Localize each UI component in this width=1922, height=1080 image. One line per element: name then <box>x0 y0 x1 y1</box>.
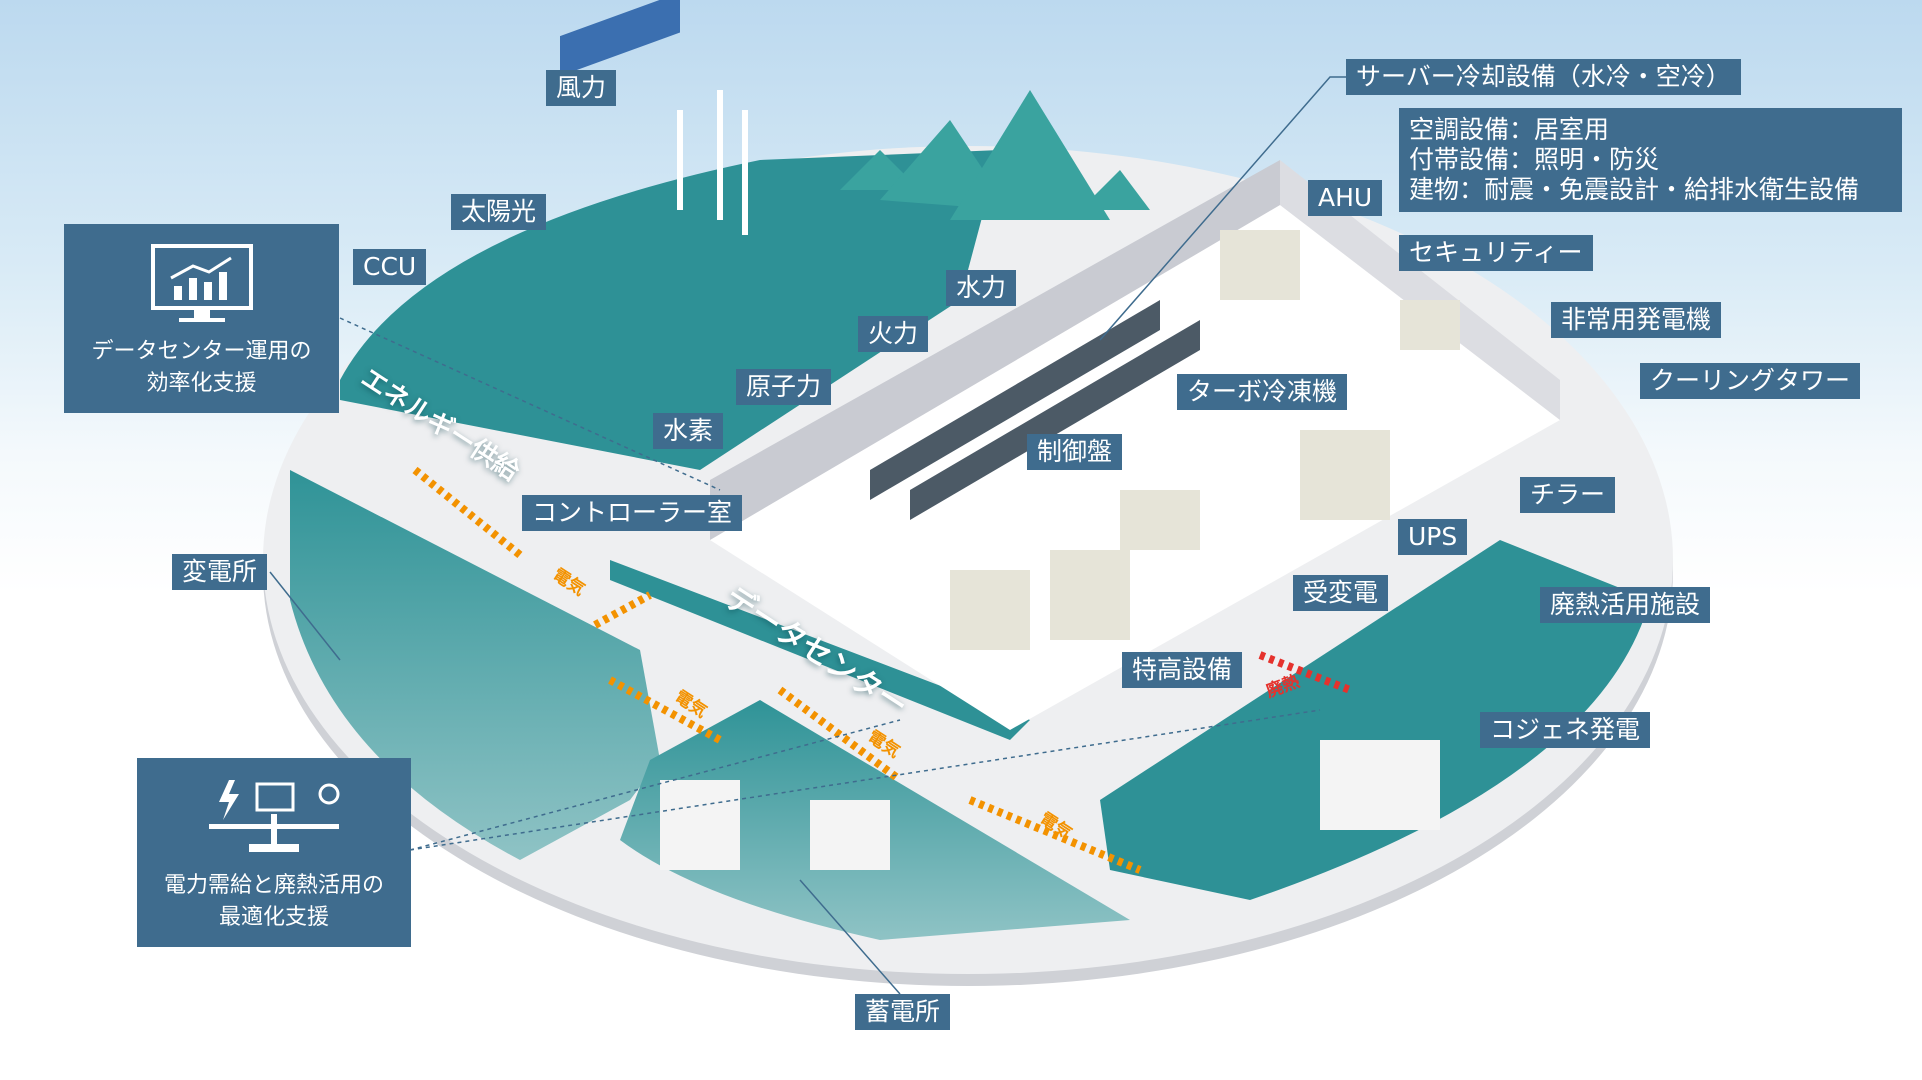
label-controller-room: コントローラー室 <box>522 495 743 531</box>
label-ccu: CCU <box>353 249 427 285</box>
label-wind: 風力 <box>546 70 617 106</box>
support-text: 効率化支援 <box>146 371 257 396</box>
label-hydrogen: 水素 <box>653 413 724 449</box>
data-center-floor <box>710 205 1560 730</box>
label-hydro: 水力 <box>946 270 1017 306</box>
cogen-area <box>1100 540 1650 900</box>
label-extra-high-voltage: 特高設備 <box>1122 652 1243 688</box>
datacenter-road-area <box>610 560 1030 740</box>
equipment <box>660 230 1460 870</box>
label-nuclear: 原子力 <box>736 369 832 405</box>
power-optimization-support-box: 電力需給と廃熱活用の 最適化支援 <box>137 758 411 947</box>
support-text: 電力需給と廃熱活用の <box>163 873 384 898</box>
data-center-wall <box>710 160 1280 540</box>
label-cogeneration: コジェネ発電 <box>1480 712 1651 748</box>
wind-turbines <box>677 90 748 235</box>
facility-info-line: 建物：耐震・免震設計・給排水衛生設備 <box>1409 175 1860 204</box>
mountains <box>840 90 1150 220</box>
label-chiller: チラー <box>1520 477 1616 513</box>
support-text: データセンター運用の <box>91 339 312 364</box>
support-text: 最適化支援 <box>218 905 329 930</box>
waste-heat-arrow <box>1258 651 1352 694</box>
label-ahu: AHU <box>1308 180 1383 216</box>
label-solar: 太陽光 <box>451 194 547 230</box>
monitor-chart-icon <box>151 244 253 322</box>
label-thermal: 火力 <box>858 316 929 352</box>
facility-info-box: 空調設備：居室用 付帯設備：照明・防災 建物：耐震・免震設計・給排水衛生設備 <box>1399 108 1902 212</box>
electric-flow-arrows <box>412 466 1142 874</box>
balance-scale-icon <box>209 780 340 852</box>
dc-efficiency-support-box: データセンター運用の 効率化支援 <box>64 224 339 413</box>
label-control-panel: 制御盤 <box>1027 434 1123 470</box>
solar-panels <box>560 0 680 77</box>
label-security: セキュリティー <box>1399 235 1593 271</box>
label-storage: 蓄電所 <box>855 994 951 1030</box>
label-turbo-chiller: ターボ冷凍機 <box>1177 374 1348 410</box>
energy-area <box>340 150 1000 470</box>
leader-lines <box>269 76 1346 995</box>
facility-info-line: 空調設備：居室用 <box>1409 115 1610 144</box>
server-racks <box>870 300 1200 520</box>
label-server-cooling: サーバー冷却設備（水冷・空冷） <box>1346 59 1741 95</box>
label-waste-heat-facility: 廃熱活用施設 <box>1540 587 1711 623</box>
facility-info-line: 付帯設備：照明・防災 <box>1409 145 1660 174</box>
label-cooling-tower: クーリングタワー <box>1640 363 1861 399</box>
data-center-wall-right <box>1280 160 1560 420</box>
label-ups: UPS <box>1398 519 1468 555</box>
label-power-receiving: 受変電 <box>1293 575 1389 611</box>
label-emergency-generator: 非常用発電機 <box>1551 302 1722 338</box>
label-substation: 変電所 <box>172 554 268 590</box>
substation-area <box>290 470 660 860</box>
